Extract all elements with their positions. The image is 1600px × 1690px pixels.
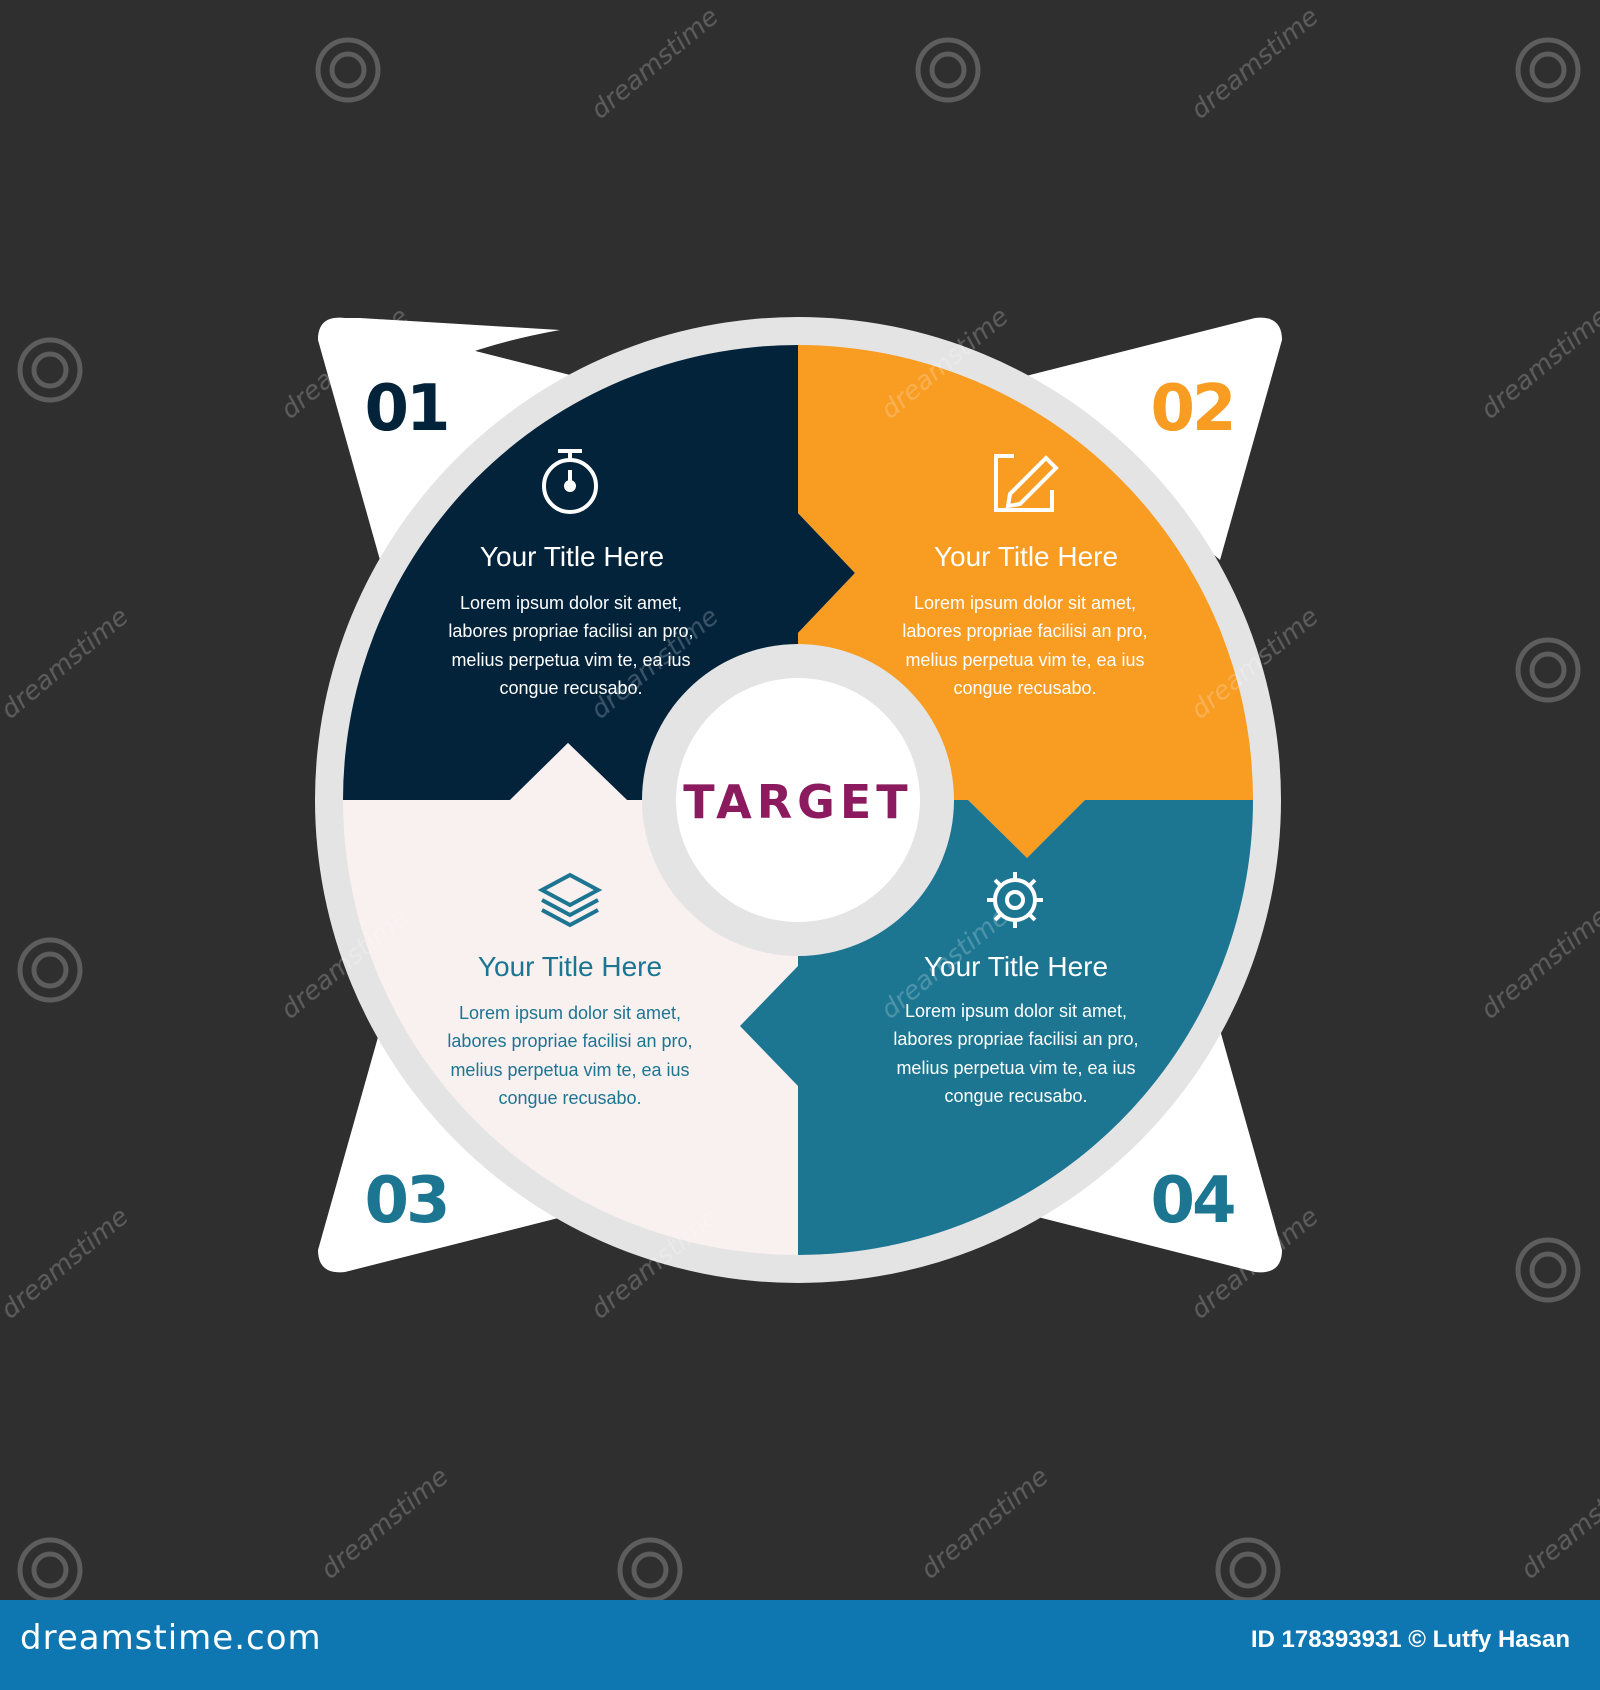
segment-02-number: 02 [1150, 372, 1233, 446]
infographic-stage: TARGET 01 02 03 04 Your Title Here Your … [0, 2, 1600, 1603]
watermark-id-credit: ID 178393931 © Lutfy Hasan [1250, 1626, 1570, 1653]
segment-02-body-line: labores propriae facilisi an pro, [902, 621, 1147, 641]
watermark-spiral-icon [915, 37, 981, 103]
watermark-text: dreamstime [915, 1462, 1054, 1586]
watermark-spiral-icon [1515, 37, 1581, 103]
segment-04-body-line: Lorem ipsum dolor sit amet, [905, 1001, 1127, 1021]
watermark-spiral-icon [17, 1537, 83, 1603]
watermark-text: dreamstime [0, 1202, 135, 1326]
watermark-text: dreamstime [1185, 2, 1324, 126]
watermark-text: dreamstime [585, 2, 724, 126]
segment-01-body-line: Lorem ipsum dolor sit amet, [460, 593, 682, 613]
cross-bottom-left [318, 1030, 590, 1273]
watermark-spiral-icon [17, 337, 83, 403]
watermark-text: dreamstime [1475, 302, 1600, 426]
segment-04-title: Your Title Here [924, 951, 1108, 982]
watermark-spiral-icon [1515, 637, 1581, 703]
segment-01-body-line: labores propriae facilisi an pro, [448, 621, 693, 641]
stopwatch-icon [542, 449, 598, 514]
segment-03-number: 03 [364, 1164, 447, 1238]
watermark-spiral-icon [315, 37, 381, 103]
watermark-text: dreamstime [0, 602, 135, 726]
watermark-tiles [17, 37, 1581, 1603]
segment-04-body: Lorem ipsum dolor sit amet, labores prop… [893, 1001, 1138, 1106]
segment-02-body-line: melius perpetua vim te, ea ius [905, 650, 1144, 670]
segment-03-body-line: melius perpetua vim te, ea ius [450, 1060, 689, 1080]
watermark-text: dreamstime [1515, 1462, 1600, 1586]
watermark-spiral-icon [617, 1537, 683, 1603]
cross-bottom-right [1010, 1030, 1282, 1273]
watermark-spiral-icon [17, 937, 83, 1003]
segment-01-body: Lorem ipsum dolor sit amet, labores prop… [448, 593, 693, 698]
segment-04-number: 04 [1150, 1164, 1234, 1238]
segment-01-body-line: congue recusabo. [499, 678, 642, 698]
segment-02-body: Lorem ipsum dolor sit amet, labores prop… [902, 593, 1147, 698]
gear-icon [987, 872, 1043, 928]
segment-03-title: Your Title Here [478, 951, 662, 982]
watermark-spiral-icon [1515, 1237, 1581, 1303]
segment-01-body-line: melius perpetua vim te, ea ius [451, 650, 690, 670]
segment-04-body-line: labores propriae facilisi an pro, [893, 1029, 1138, 1049]
watermark-brand: dreamstime.com [20, 1618, 322, 1658]
segment-01-number: 01 [364, 372, 447, 446]
watermark-bottom-bar: dreamstime.com ID 178393931 © Lutfy Hasa… [0, 1600, 1600, 1690]
center-disc [676, 678, 920, 922]
watermark-text: dreamstime [1475, 902, 1600, 1026]
segment-02-body-line: congue recusabo. [953, 678, 1096, 698]
cross-top-right [1010, 317, 1282, 560]
watermark-text: dreamstime [315, 1462, 454, 1586]
segment-02-title: Your Title Here [934, 541, 1118, 572]
segment-03-body-line: Lorem ipsum dolor sit amet, [459, 1003, 681, 1023]
cross-top-left [318, 317, 590, 560]
segment-04-body-line: melius perpetua vim te, ea ius [896, 1058, 1135, 1078]
segment-03-body: Lorem ipsum dolor sit amet, labores prop… [447, 1003, 692, 1108]
segment-02-body-line: Lorem ipsum dolor sit amet, [914, 593, 1136, 613]
infographic-diagram: TARGET 01 02 03 04 Your Title Here Your … [0, 2, 1600, 1603]
watermark-spiral-icon [1215, 1537, 1281, 1603]
segment-03-body-line: labores propriae facilisi an pro, [447, 1031, 692, 1051]
center-label: TARGET [683, 775, 912, 829]
layers-icon [537, 872, 603, 928]
segment-01-title: Your Title Here [480, 541, 664, 572]
segment-04-body-line: congue recusabo. [944, 1086, 1087, 1106]
segment-03-body-line: congue recusabo. [498, 1088, 641, 1108]
edit-pencil-icon [994, 454, 1059, 512]
